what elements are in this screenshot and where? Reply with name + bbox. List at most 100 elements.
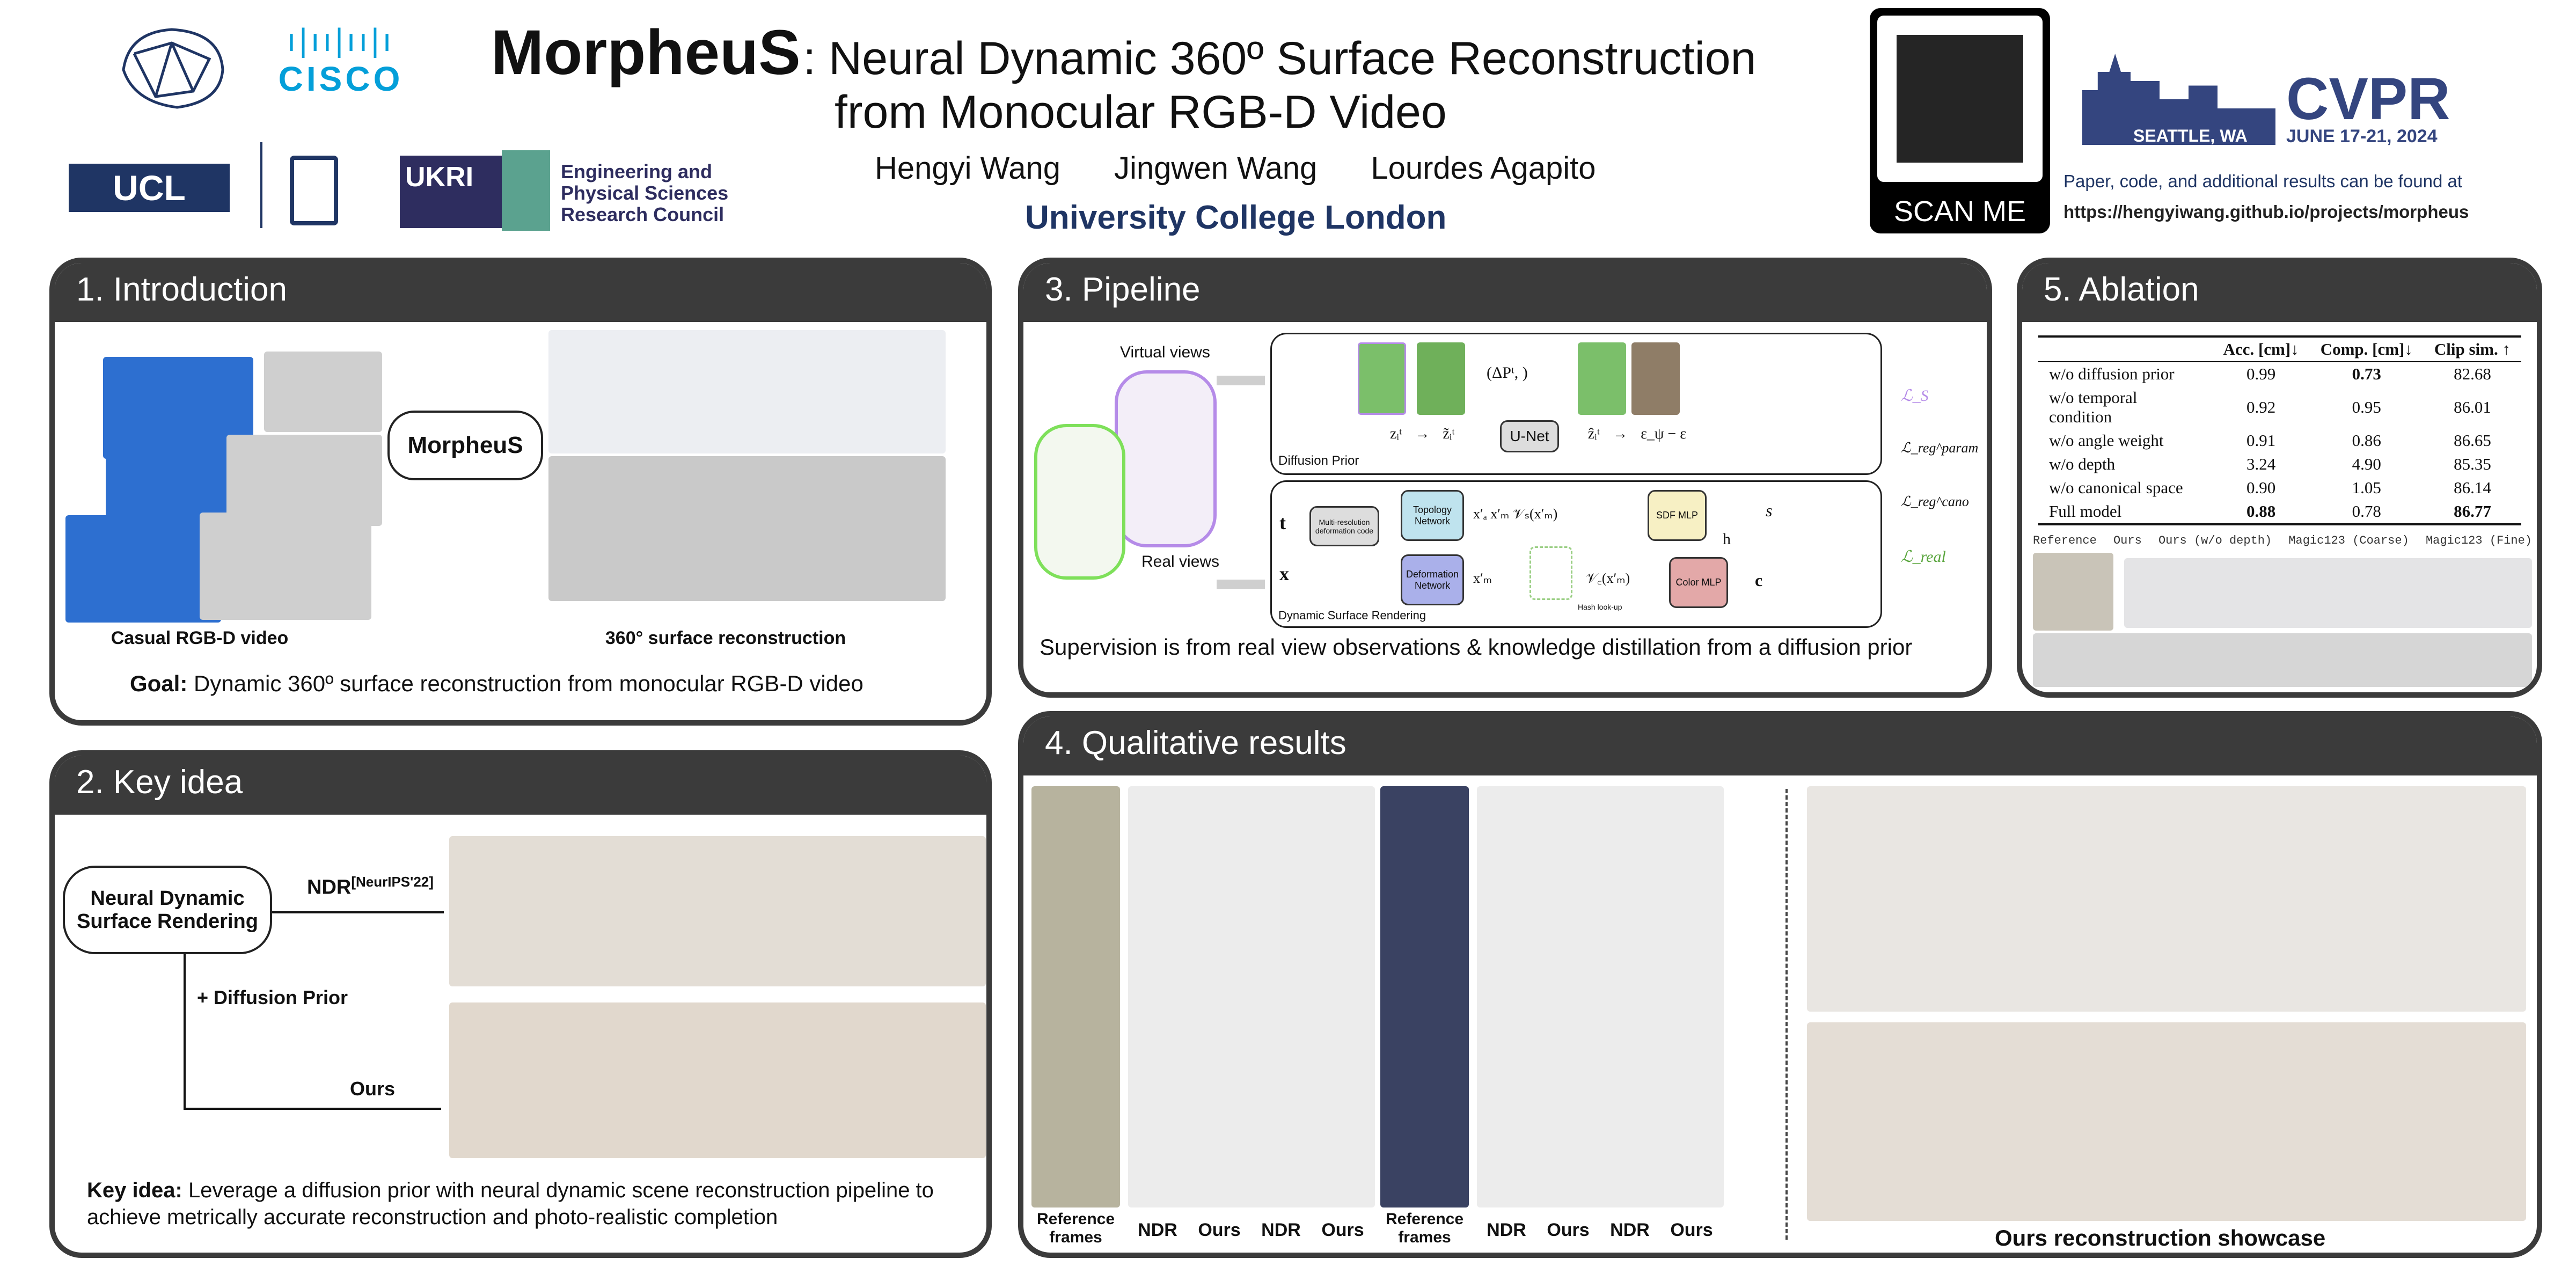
image-label: Reference (2033, 534, 2097, 547)
caption-right: 360° surface reconstruction (605, 628, 846, 648)
dynamic-rendering-box: t x Multi-resolution deformation code To… (1270, 480, 1882, 628)
col-header: Acc. [cm]↓ (2223, 340, 2299, 358)
cell: 82.68 (2454, 364, 2491, 383)
cell: w/o temporal condition (2049, 388, 2138, 426)
cell: Full model (2049, 502, 2122, 521)
cvpr-name: CVPR (2286, 66, 2450, 132)
key-body: Leverage a diffusion prior with neural d… (87, 1179, 934, 1229)
topology-network: Topology Network (1401, 490, 1464, 541)
loss-param: ℒ_reg^param (1901, 440, 1979, 456)
project-url[interactable]: https://hengyiwang.github.io/projects/mo… (2063, 202, 2469, 222)
ndr-label: NDR[NeurIPS'22] (307, 874, 434, 899)
panel-title: 1. Introduction (55, 263, 986, 322)
cvpr-location: SEATTLE, WA (2133, 126, 2248, 145)
cvpr-logo: SEATTLE, WA CVPR JUNE 17-21, 2024 (2082, 21, 2522, 150)
cell: w/o diffusion prior (2049, 364, 2175, 383)
reference-frames-1 (1031, 786, 1120, 1208)
deformation-output: x′ₘ (1473, 570, 1492, 586)
output-h: h (1723, 530, 1731, 548)
cvpr-dates: JUNE 17-21, 2024 (2286, 126, 2438, 147)
output-s: s (1766, 501, 1773, 520)
key-label: Key idea: (87, 1179, 182, 1202)
title: MorpheuS : Neural Dynamic 360º Surface R… (491, 16, 1756, 89)
snoopy-meshes (548, 456, 946, 601)
panel-introduction: 1. Introduction MorpheuS Casual RGB-D vi… (49, 258, 992, 726)
qr-code[interactable] (1877, 16, 2043, 182)
panel-title: 3. Pipeline (1023, 263, 1987, 322)
cell: 1.05 (2352, 478, 2381, 497)
output-c: c (1755, 570, 1763, 590)
key-idea-text: Key idea: Leverage a diffusion prior wit… (87, 1177, 972, 1231)
author: Jingwen Wang (1114, 151, 1318, 186)
label: Ours (1198, 1220, 1241, 1240)
reference-frames-2 (1380, 786, 1469, 1208)
header: ı|ıı|ıı|ı CISCO UCL UKRI Engineering and… (0, 0, 2576, 247)
hash-grid (1529, 546, 1572, 600)
ndr-text: NDR (307, 876, 352, 899)
cisco-logo: ı|ıı|ıı|ı CISCO (266, 21, 416, 99)
rgbd-frame (264, 352, 382, 432)
virtual-arrow (1217, 376, 1265, 385)
snoopy-real (1034, 424, 1125, 580)
label: NDR (1261, 1220, 1301, 1240)
ours-result (449, 1002, 986, 1158)
cell: 0.91 (2246, 431, 2276, 450)
cell: 86.65 (2454, 431, 2491, 450)
delta-p: (ΔPᵗ, ) (1487, 364, 1528, 382)
dashed-divider (1785, 789, 1788, 1240)
ablation-reference (2033, 553, 2113, 631)
denoised-image (1578, 342, 1626, 415)
input-x: x (1279, 563, 1289, 584)
cell: w/o angle weight (2049, 431, 2164, 450)
cell: 0.92 (2246, 398, 2276, 416)
cell: 3.24 (2246, 455, 2276, 473)
divider (260, 142, 262, 228)
z-term: ε_ψ − ε (1641, 426, 1686, 442)
cisco-bars-icon: ı|ıı|ıı|ı (287, 22, 395, 58)
noise-image (1631, 342, 1680, 415)
cisco-wordmark: CISCO (278, 60, 404, 98)
human-showcase (1807, 786, 2526, 1012)
panel-title: 4. Qualitative results (1023, 716, 2537, 775)
ukri-logo: UKRI (400, 156, 502, 228)
col-header: Clip sim. ↑ (2434, 340, 2511, 358)
label: NDR (1138, 1220, 1177, 1240)
goal-body: Dynamic 360º surface reconstruction from… (187, 671, 863, 696)
ablation-renders (2124, 558, 2532, 628)
qualitative-labels: Reference frames NDR Ours NDR Ours Refer… (1023, 1210, 1785, 1253)
qr-label: SCAN ME (1893, 195, 2026, 228)
z-term: z̃ᵢᵗ (1443, 426, 1455, 442)
label: NDR (1610, 1220, 1650, 1240)
goal-label: Goal: (130, 671, 188, 696)
comparison-grid-2 (1477, 786, 1724, 1208)
authors: Hengyi Wang Jingwen Wang Lourdes Agapito (875, 150, 1596, 186)
panel-qualitative: 4. Qualitative results Reference frames … (1018, 711, 2542, 1258)
z-terms: zᵢᵗ→ z̃ᵢᵗ ẑᵢᵗ→ ε_ψ − ε (1390, 426, 1686, 443)
ndr-arrow (272, 911, 444, 913)
z-term: zᵢᵗ (1390, 426, 1402, 442)
morpheus-box: MorpheuS (387, 411, 543, 480)
prior-label: + Diffusion Prior (197, 986, 348, 1008)
diffusion-prior-box: (ΔPᵗ, ) U-Net Diffusion Prior zᵢᵗ→ z̃ᵢᵗ … (1270, 333, 1882, 475)
qr-code-card[interactable]: SCAN ME (1870, 8, 2050, 233)
title-sub-line2: from Monocular RGB-D Video (835, 86, 1447, 138)
label: Ours (1670, 1220, 1713, 1240)
cell: 85.35 (2454, 455, 2491, 473)
rgbd-frame (65, 515, 221, 623)
ndr-citation: [NeurIPS'22] (351, 874, 434, 890)
cell: w/o depth (2049, 455, 2116, 473)
virtual-views-label: Virtual views (1120, 343, 1210, 361)
label: Reference frames (1036, 1210, 1115, 1246)
hash-label: Hash look-up (1578, 603, 1622, 611)
loss-real: ℒ_real (1901, 548, 1946, 566)
title-sub-line1: : Neural Dynamic 360º Surface Reconstruc… (803, 33, 1757, 84)
rendering-label: Dynamic Surface Rendering (1278, 609, 1426, 622)
panel-key-idea: 2. Key idea Neural Dynamic Surface Rende… (49, 750, 992, 1258)
arrow-icon: → (1415, 426, 1430, 442)
